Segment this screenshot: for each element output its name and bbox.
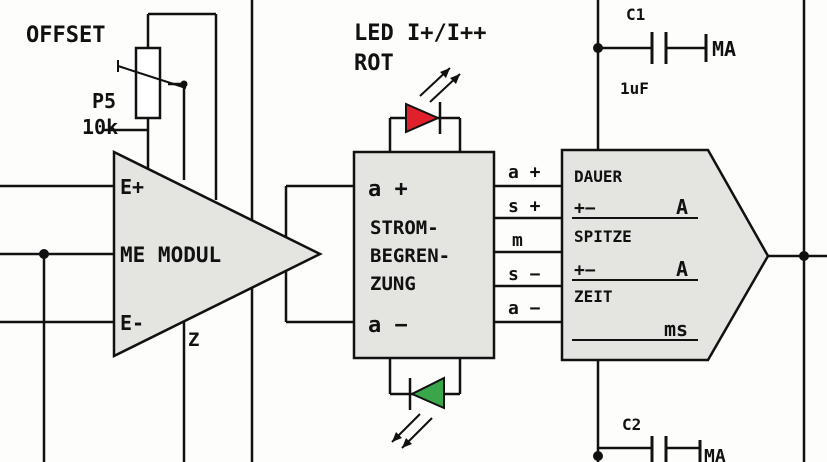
capacitor-c1 (650, 32, 708, 64)
c2-name-label: C2 (622, 415, 641, 434)
display-unit-a2-label: A (676, 257, 688, 281)
display-pm1-label: +− (574, 198, 596, 219)
limiter-a-plus-label: a + (368, 177, 408, 202)
c1-value-label: 1uF (620, 79, 649, 98)
pin-s-minus-label: s − (508, 264, 541, 285)
display-block (560, 148, 770, 362)
junction-dots (39, 43, 809, 461)
pot-name-label: P5 (92, 89, 116, 113)
pin-s-plus-label: s + (508, 196, 541, 217)
amp-input-minus-label: E- (120, 311, 144, 335)
c1-terminal-label: MA (712, 37, 736, 61)
amp-input-plus-label: E+ (120, 175, 144, 199)
display-dauer-label: DAUER (574, 167, 623, 186)
display-ms-label: ms (664, 317, 688, 341)
pin-a-minus-label: a − (508, 298, 541, 319)
green-led-icon (391, 376, 445, 449)
capacitor-c2 (650, 436, 702, 462)
limiter-title-line1: STROM- (370, 217, 439, 239)
amplifier-triangle (112, 149, 323, 359)
amp-name-label: ME MODUL (120, 243, 221, 267)
led-title-label: LED I+/I++ (354, 21, 486, 46)
red-led-icon (405, 67, 461, 134)
display-pm2-label: +− (574, 260, 596, 281)
pin-a-plus-label: a + (508, 162, 541, 183)
limiter-a-minus-label: a − (368, 313, 408, 338)
led-color-label: ROT (354, 51, 394, 76)
pin-m-label: m (512, 230, 523, 251)
display-spitze-label: SPITZE (574, 227, 632, 246)
amp-z-label: Z (188, 329, 199, 351)
c1-name-label: C1 (626, 5, 645, 24)
offset-label: OFFSET (26, 23, 105, 48)
limiter-title-line3: ZUNG (370, 273, 416, 295)
display-zeit-label: ZEIT (574, 287, 613, 306)
display-unit-a1-label: A (676, 195, 688, 219)
limiter-title-line2: BEGREN- (370, 245, 450, 267)
offset-potentiometer (117, 46, 188, 120)
current-limiter-block (352, 150, 496, 360)
c2-terminal-label: MA (704, 446, 726, 462)
pot-value-label: 10k (82, 115, 118, 139)
